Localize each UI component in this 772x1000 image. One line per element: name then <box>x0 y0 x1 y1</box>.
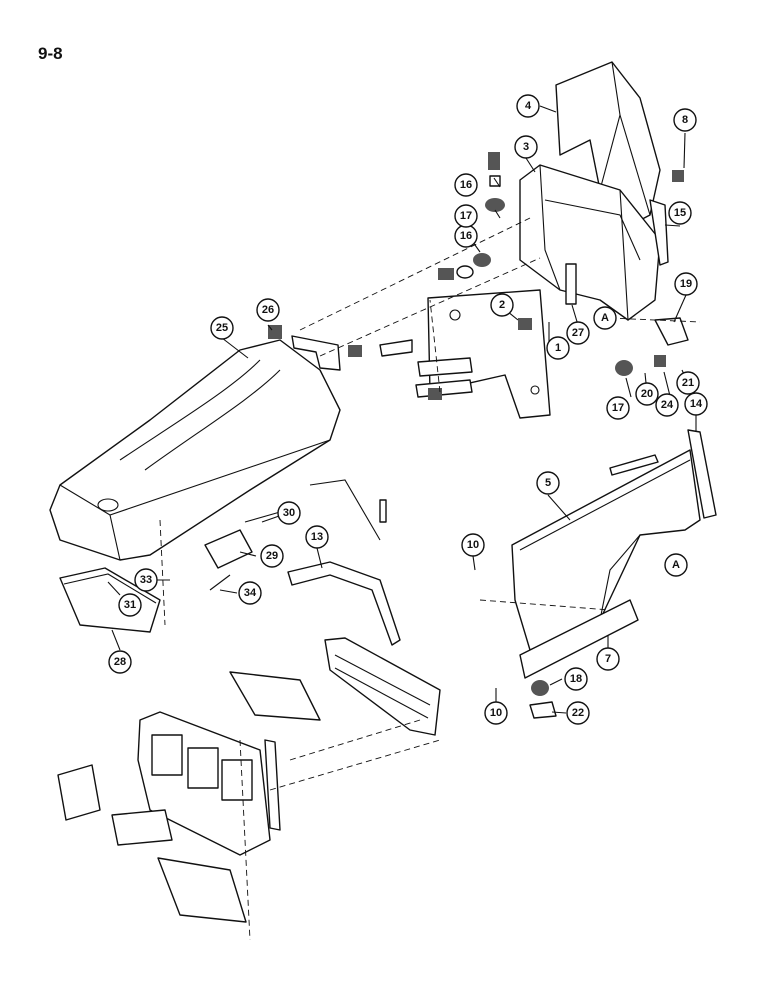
hood-latch-parts <box>204 479 387 591</box>
callout-18: 18 <box>564 667 588 691</box>
svg-text:14: 14 <box>690 398 703 410</box>
callout-A-upper: A <box>593 306 617 330</box>
svg-text:33: 33 <box>140 574 152 586</box>
svg-text:26: 26 <box>262 304 274 316</box>
callout-5: 5 <box>536 471 560 495</box>
callout-14: 14 <box>684 392 708 416</box>
lower-bracket-parts <box>157 671 321 923</box>
callout-3: 3 <box>514 135 538 159</box>
callout-34: 34 <box>238 581 262 605</box>
callout-22: 22 <box>566 701 590 725</box>
svg-text:1: 1 <box>555 342 561 354</box>
callout-30: 30 <box>277 501 301 525</box>
callout-29: 29 <box>260 544 284 568</box>
svg-text:17: 17 <box>460 210 472 222</box>
small-brackets <box>291 317 689 371</box>
page-number: 9-8 <box>38 44 63 63</box>
callout-26: 26 <box>256 298 280 322</box>
svg-text:16: 16 <box>460 179 472 191</box>
callout-A-lower: A <box>664 553 688 577</box>
svg-text:2: 2 <box>499 299 505 311</box>
callout-16b: 16 <box>454 224 478 248</box>
svg-text:29: 29 <box>266 550 278 562</box>
svg-text:13: 13 <box>311 531 323 543</box>
callout-10a: 10 <box>461 533 485 557</box>
svg-text:10: 10 <box>490 707 502 719</box>
svg-text:24: 24 <box>661 399 674 411</box>
side-panel-part <box>511 449 701 651</box>
svg-text:34: 34 <box>244 587 257 599</box>
callout-27: 27 <box>566 321 590 345</box>
callout-33: 33 <box>134 568 158 592</box>
callout-19: 19 <box>674 272 698 296</box>
hood-seal-part <box>59 567 161 633</box>
light-lens-parts <box>57 764 173 846</box>
dash-support-part <box>519 164 661 321</box>
svg-text:5: 5 <box>545 477 551 489</box>
svg-text:27: 27 <box>572 327 584 339</box>
svg-text:16: 16 <box>460 230 472 242</box>
svg-text:18: 18 <box>570 673 582 685</box>
callout-17a: 17 <box>454 204 478 228</box>
callout-16a: 16 <box>454 173 478 197</box>
callout-24: 24 <box>655 393 679 417</box>
callout-7: 7 <box>596 647 620 671</box>
callout-20: 20 <box>635 382 659 406</box>
rail-part <box>287 561 401 646</box>
callout-4: 4 <box>516 94 540 118</box>
callout-2: 2 <box>490 293 514 317</box>
svg-text:31: 31 <box>124 599 136 611</box>
callout-15: 15 <box>668 201 692 225</box>
svg-text:17: 17 <box>612 402 624 414</box>
svg-text:A: A <box>601 312 609 324</box>
svg-text:20: 20 <box>641 388 653 400</box>
callout-25: 25 <box>210 316 234 340</box>
callout-1: 1 <box>546 336 570 360</box>
callout-17b: 17 <box>606 396 630 420</box>
svg-text:28: 28 <box>114 656 126 668</box>
callout-28: 28 <box>108 650 132 674</box>
svg-text:A: A <box>672 559 680 571</box>
svg-text:15: 15 <box>674 207 686 219</box>
svg-text:30: 30 <box>283 507 295 519</box>
callout-8: 8 <box>673 108 697 132</box>
svg-text:8: 8 <box>682 114 688 126</box>
svg-text:7: 7 <box>605 653 611 665</box>
hood-part <box>49 339 341 561</box>
svg-text:25: 25 <box>216 322 228 334</box>
callout-10b: 10 <box>484 701 508 725</box>
grille-part <box>324 637 441 736</box>
svg-text:19: 19 <box>680 278 692 290</box>
assembly-lines <box>159 217 701 941</box>
lower-trim-part <box>519 599 639 679</box>
strap-part <box>649 199 669 266</box>
svg-text:10: 10 <box>467 539 479 551</box>
panel-cover-part <box>555 61 661 229</box>
callout-21: 21 <box>676 371 700 395</box>
svg-text:22: 22 <box>572 707 584 719</box>
callout-31: 31 <box>118 593 142 617</box>
bolts-and-bushings <box>268 152 684 719</box>
nose-panel-part <box>137 711 271 856</box>
svg-text:21: 21 <box>682 377 694 389</box>
svg-text:4: 4 <box>525 100 532 112</box>
callout-13: 13 <box>305 525 329 549</box>
svg-text:3: 3 <box>523 141 529 153</box>
